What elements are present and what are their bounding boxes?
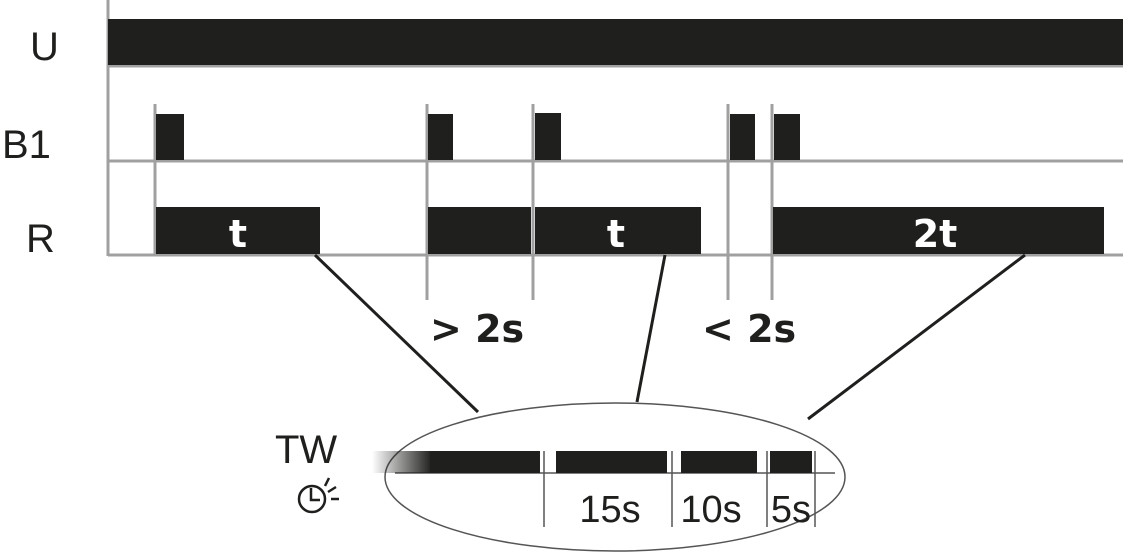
r-bar-t <box>156 207 320 254</box>
r-bar-2t <box>773 207 1104 254</box>
r-bar-label: t <box>607 212 625 256</box>
tw-segment-15s: 15s <box>579 489 640 531</box>
condition-less-2s: < 2s <box>702 307 796 351</box>
u-signal-bar <box>108 19 1123 65</box>
tw-fade-bar <box>372 451 432 473</box>
leader-line <box>635 254 667 403</box>
b1-pulse <box>428 114 453 160</box>
signal-label-u: U <box>30 25 59 69</box>
r-bar-t <box>535 207 701 254</box>
b1-pulse <box>774 114 800 160</box>
leader-line <box>807 253 1026 421</box>
tw-bar <box>770 451 812 473</box>
time-window-label: TW <box>275 428 337 472</box>
signal-label-b1: B1 <box>2 123 51 167</box>
tw-bar <box>556 451 667 473</box>
b1-pulse <box>730 114 755 160</box>
b1-pulse <box>156 114 184 160</box>
clock-icon <box>297 477 339 514</box>
time-window-ellipse <box>384 402 846 552</box>
tw-bar <box>430 451 540 473</box>
tw-bar <box>681 451 757 473</box>
signal-label-r: R <box>26 217 55 261</box>
condition-greater-2s: > 2s <box>430 307 524 351</box>
b1-pulse <box>535 113 561 160</box>
tw-segment-10s: 10s <box>680 489 741 531</box>
tw-segment-5s: 5s <box>771 489 811 531</box>
r-bar-label: 2t <box>913 212 958 256</box>
r-bar-label: t <box>229 212 247 256</box>
r-bar <box>428 207 531 254</box>
leader-line <box>313 253 480 414</box>
